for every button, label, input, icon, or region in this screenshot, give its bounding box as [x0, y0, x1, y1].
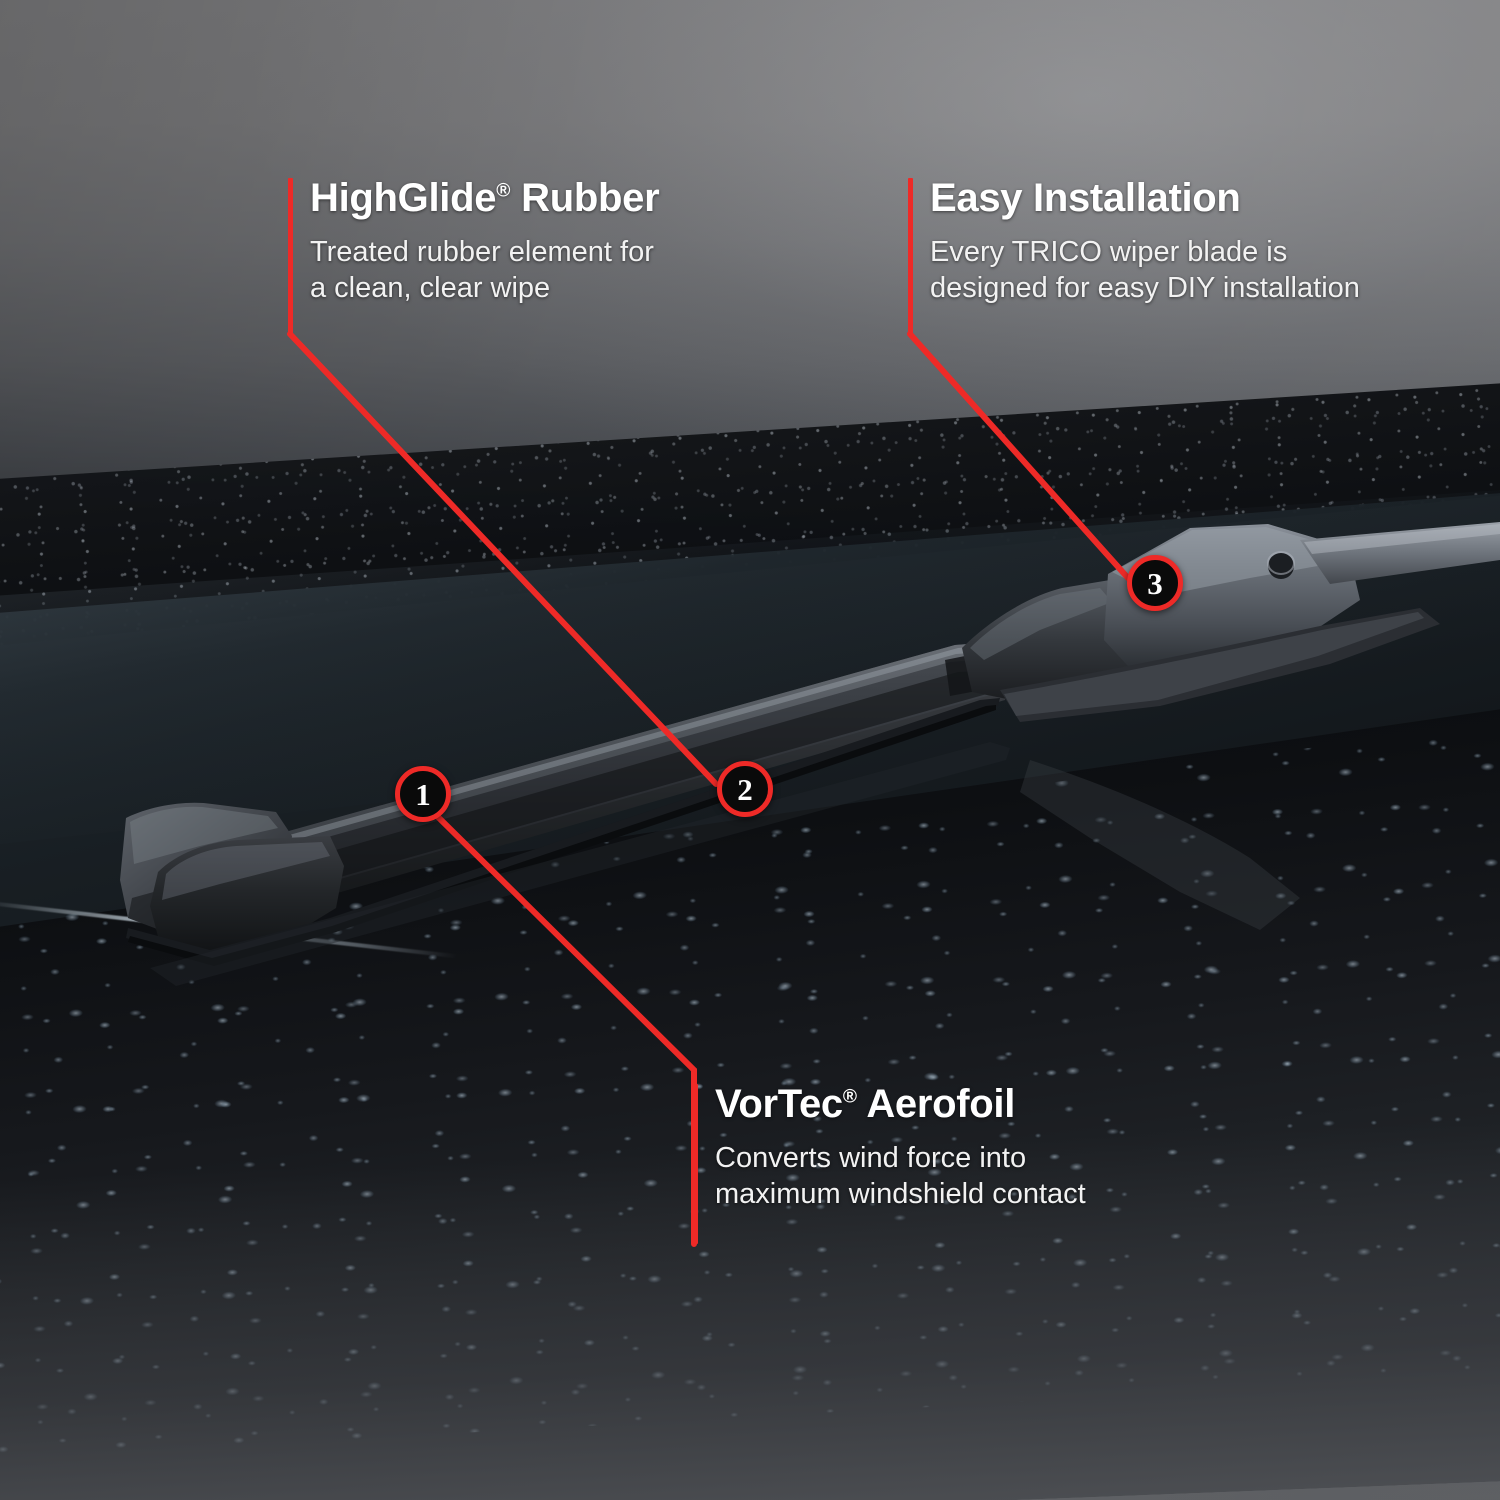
callout-desc-line: Converts wind force into [715, 1141, 1027, 1174]
registered-mark-icon: ® [496, 180, 511, 202]
callout-accent-bar-easy-installation [908, 178, 913, 334]
leader-line-highglide [287, 331, 719, 787]
callout-badge-2: 2 [717, 761, 773, 817]
callout-accent-bar-vortec [693, 1084, 698, 1244]
callout-highglide-rubber: HighGlide® Rubber Treated rubber element… [288, 176, 660, 334]
callout-easy-installation: Easy Installation Every TRICO wiper blad… [908, 176, 1360, 334]
callout-accent-bar-highglide [288, 178, 293, 334]
callout-title-highglide: HighGlide® Rubber [310, 176, 660, 220]
callout-desc-easy-installation: Every TRICO wiper blade is designed for … [930, 234, 1360, 307]
leader-line-easy-installation [907, 331, 1131, 581]
badge-number: 1 [415, 776, 431, 812]
registered-mark-icon: ® [842, 1086, 858, 1108]
callout-vortec-aerofoil: VorTec® Aerofoil Converts wind force int… [693, 1082, 1086, 1244]
leader-line-vortec [434, 813, 697, 1247]
callout-desc-highglide: Treated rubber element for a clean, clea… [310, 234, 659, 307]
callout-desc-line: designed for easy DIY installation [930, 272, 1360, 305]
badge-number: 2 [737, 771, 753, 807]
callout-desc-line: Every TRICO wiper blade is [930, 235, 1288, 268]
callout-desc-line: a clean, clear wipe [310, 272, 551, 305]
callout-title-easy-installation: Easy Installation [930, 176, 1241, 220]
callout-title-vortec: VorTec® Aerofoil [715, 1082, 1016, 1126]
callout-desc-line: maximum windshield contact [715, 1178, 1086, 1211]
callout-badge-1: 1 [395, 766, 451, 822]
badge-number: 3 [1147, 565, 1163, 601]
callout-badge-3: 3 [1127, 555, 1183, 611]
callout-desc-line: Treated rubber element for [310, 235, 654, 268]
callout-desc-vortec: Converts wind force into maximum windshi… [715, 1140, 1086, 1213]
